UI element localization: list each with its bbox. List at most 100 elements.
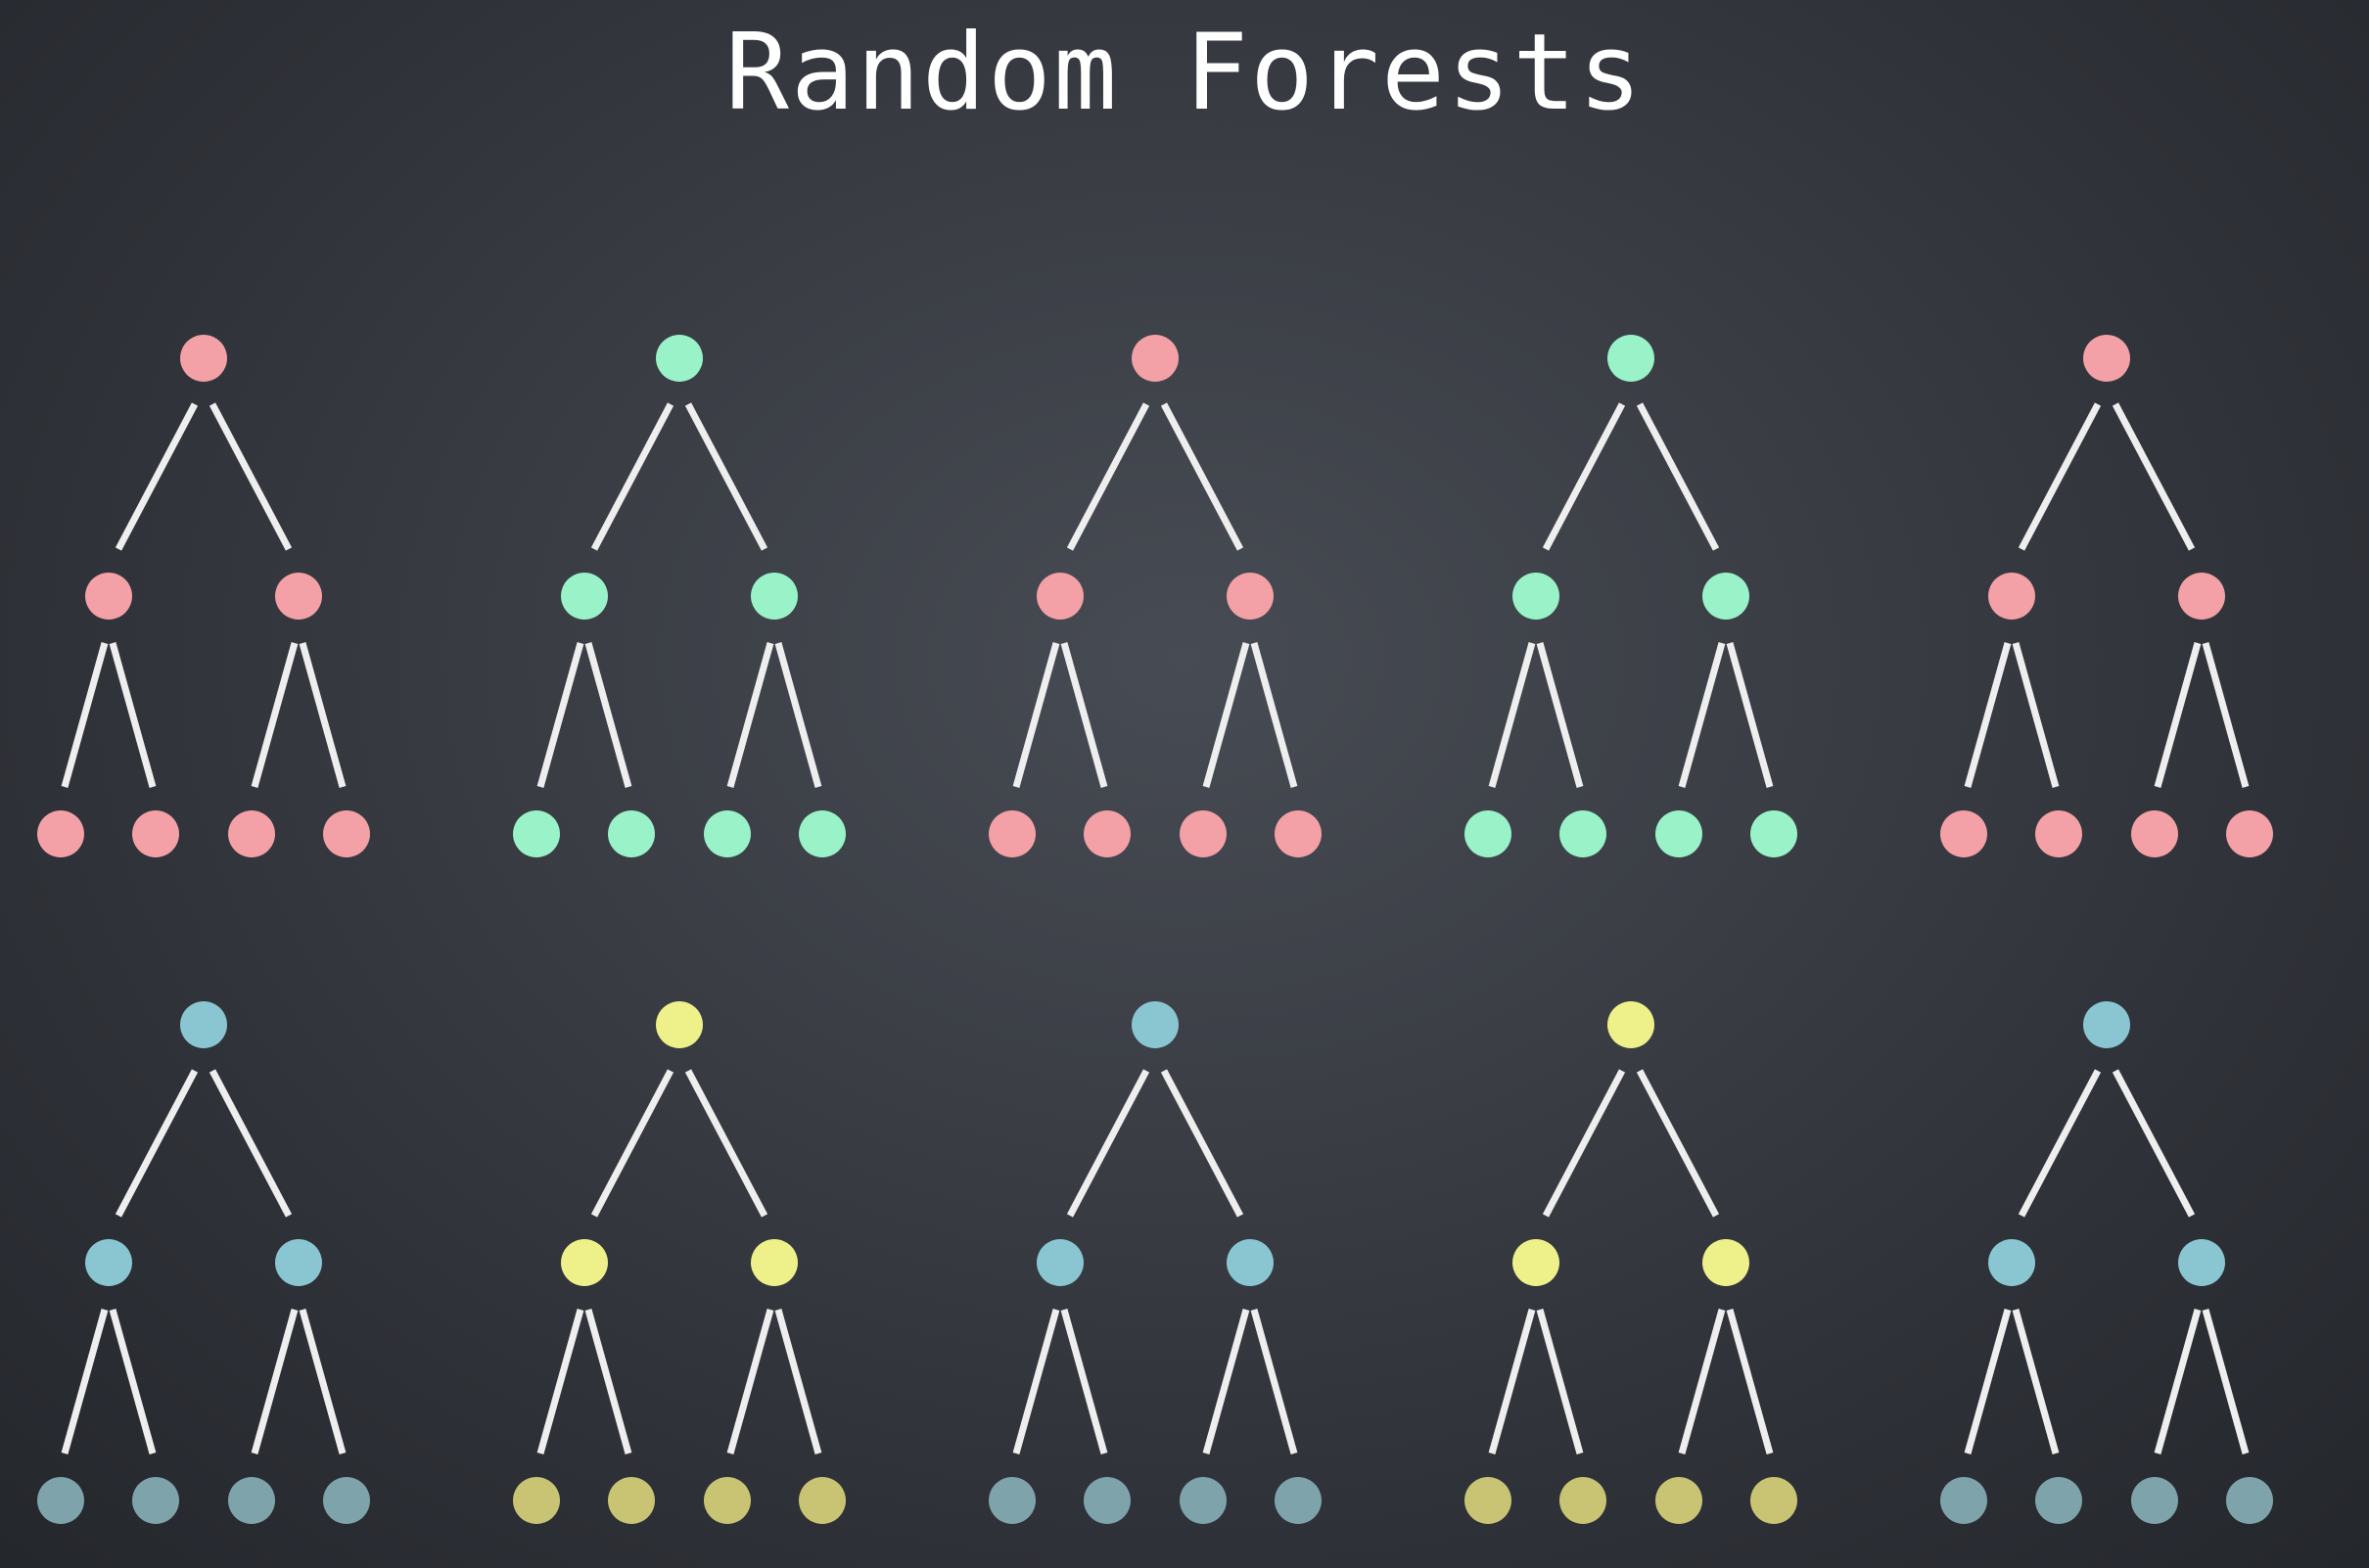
tree-edge [536, 1309, 584, 1454]
split-node [561, 1239, 608, 1286]
tree-edge [584, 1309, 632, 1454]
tree-edge [299, 1309, 347, 1454]
tree-edge [1202, 642, 1250, 788]
leaf-node [1464, 1477, 1511, 1524]
tree-edge [1012, 642, 1060, 788]
tree-edge [1060, 1309, 1108, 1454]
split-node [1512, 573, 1559, 620]
tree-edge [1542, 402, 1626, 551]
leaf-node [1750, 810, 1797, 857]
tree-edge [2154, 1309, 2202, 1454]
tree-edge [726, 642, 774, 788]
split-node [1037, 573, 1084, 620]
split-node [2178, 1239, 2225, 1286]
tree-edge [251, 1309, 299, 1454]
root-node [1132, 335, 1179, 382]
leaf-node [2226, 1477, 2273, 1524]
tree-edge [1678, 642, 1726, 788]
tree-edge [209, 1069, 293, 1218]
leaf-node [1655, 810, 1702, 857]
tree-edge [1726, 642, 1774, 788]
split-node [1988, 1239, 2035, 1286]
decision-tree [513, 1001, 846, 1524]
leaf-node [1559, 1477, 1606, 1524]
tree-edge [2112, 1069, 2196, 1218]
split-node [1037, 1239, 1084, 1286]
tree-edge [1066, 1069, 1150, 1218]
leaf-node [323, 1477, 370, 1524]
tree-edge [1060, 642, 1108, 788]
split-node [275, 573, 322, 620]
leaf-node [228, 1477, 275, 1524]
leaf-node [1084, 1477, 1131, 1524]
tree-edge [1536, 1309, 1584, 1454]
split-node [561, 573, 608, 620]
leaf-node [2131, 810, 2178, 857]
split-node [1702, 573, 1749, 620]
root-node [2083, 335, 2130, 382]
leaf-node [608, 810, 655, 857]
tree-edge [1636, 402, 1720, 551]
tree-edge [590, 402, 674, 551]
split-node [2178, 573, 2225, 620]
leaf-node [37, 810, 84, 857]
root-node [180, 335, 227, 382]
tree-edge [209, 402, 293, 551]
tree-edge [2012, 1309, 2060, 1454]
leaf-node [1180, 1477, 1227, 1524]
tree-edge [2018, 402, 2102, 551]
leaf-node [1559, 810, 1606, 857]
split-node [751, 573, 798, 620]
root-node [1607, 335, 1654, 382]
leaf-node [608, 1477, 655, 1524]
leaf-node [989, 1477, 1036, 1524]
leaf-node [1940, 1477, 1987, 1524]
leaf-node [704, 810, 751, 857]
root-node [1607, 1001, 1654, 1048]
split-node [1227, 1239, 1274, 1286]
page-title: Random Forests [724, 12, 1645, 134]
split-node [275, 1239, 322, 1286]
tree-edge [584, 642, 632, 788]
tree-edge [2202, 642, 2250, 788]
leaf-node [2226, 810, 2273, 857]
tree-edge [1160, 402, 1244, 551]
tree-edge [251, 642, 299, 788]
tree-edge [1678, 1309, 1726, 1454]
tree-edge [1542, 1069, 1626, 1218]
decision-tree [989, 335, 1322, 857]
decision-tree [1940, 1001, 2273, 1524]
tree-edge [1012, 1309, 1060, 1454]
tree-edge [2154, 642, 2202, 788]
tree-edge [684, 1069, 768, 1218]
split-node [1702, 1239, 1749, 1286]
tree-edge [590, 1069, 674, 1218]
split-node [1988, 573, 2035, 620]
tree-edge [684, 402, 768, 551]
tree-edge [1726, 1309, 1774, 1454]
tree-edge [1250, 642, 1298, 788]
tree-edge [115, 1069, 199, 1218]
leaf-node [228, 810, 275, 857]
tree-edge [1488, 1309, 1536, 1454]
tree-edge [109, 1309, 157, 1454]
leaf-node [2035, 1477, 2082, 1524]
leaf-node [37, 1477, 84, 1524]
leaf-node [2035, 810, 2082, 857]
split-node [85, 1239, 132, 1286]
leaf-node [799, 810, 846, 857]
tree-edge [1536, 642, 1584, 788]
leaf-node [704, 1477, 751, 1524]
tree-edge [2018, 1069, 2102, 1218]
tree-edge [1202, 1309, 1250, 1454]
tree-edge [61, 1309, 109, 1454]
leaf-node [1275, 810, 1322, 857]
leaf-node [132, 810, 179, 857]
tree-edge [2112, 402, 2196, 551]
tree-edge [1636, 1069, 1720, 1218]
tree-edge [61, 642, 109, 788]
split-node [1227, 573, 1274, 620]
tree-edge [1964, 642, 2012, 788]
decision-tree [1464, 1001, 1797, 1524]
